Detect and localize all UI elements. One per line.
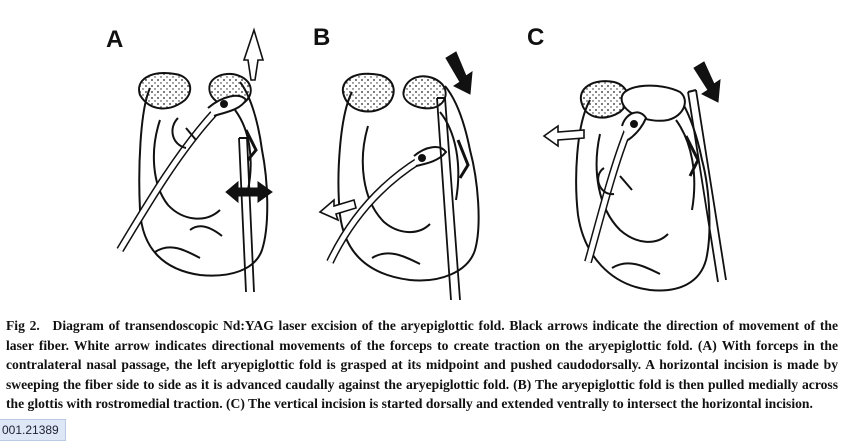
figure-number: Fig 2. <box>6 318 40 333</box>
panel-c-drawing <box>542 61 727 292</box>
larynx-diagram-svg <box>116 27 727 300</box>
panel-label-b: B <box>313 24 331 51</box>
figure-illustration: A B C <box>106 24 727 300</box>
panel-label-c: C <box>527 24 545 51</box>
caption-text: Diagram of transendoscopic Nd:YAG laser … <box>6 318 838 412</box>
figure-caption: Fig 2. Diagram of transendoscopic Nd:YAG… <box>6 316 838 414</box>
panel-b-drawing <box>318 51 480 300</box>
panel-a-drawing <box>116 27 273 293</box>
panel-label-a: A <box>106 26 124 53</box>
doi-badge[interactable]: 001.21389 <box>0 419 66 441</box>
